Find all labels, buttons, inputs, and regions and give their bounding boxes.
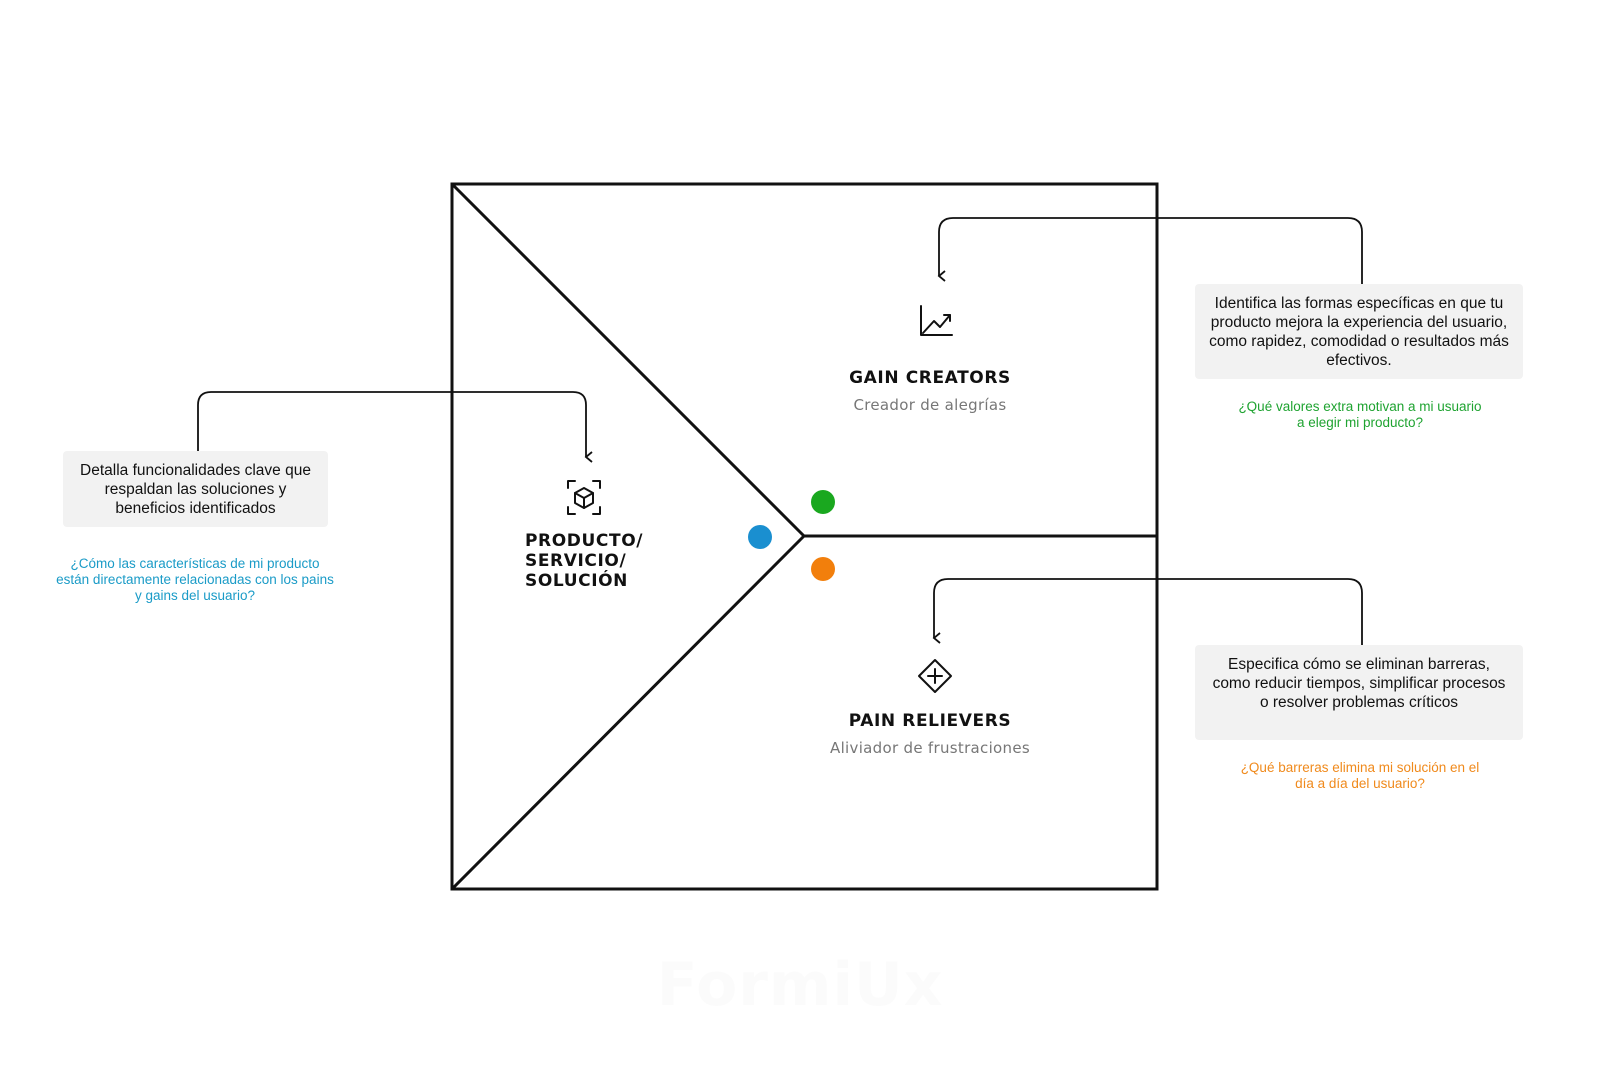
marker-gain [811,490,835,514]
product-question: ¿Cómo las características de mi producto… [56,556,334,603]
cube-icon [567,480,601,515]
gain-question: ¿Qué valores extra motivan a mi usuario … [1238,399,1482,430]
pain-relievers-title: PAIN RELIEVERS [848,711,1012,731]
pain-note: Especifica cómo se eliminan barreras, co… [1195,645,1523,740]
plus-diamond-icon [918,659,952,693]
pain-question: ¿Qué barreras elimina mi solución en el … [1240,760,1480,791]
gain-creators-title: GAIN CREATORS [849,368,1011,388]
connector-pain [932,578,1363,645]
connector-product [197,391,593,463]
diagonal-upper [450,182,806,538]
diagonal-lower [450,534,806,891]
watermark-logo: FormiUx [656,950,944,1020]
product-note: Detalla funcionalidades clave que respal… [63,451,328,527]
gain-creators-subtitle: Creador de alegrías [853,396,1007,414]
gain-note: Identifica las formas específicas en que… [1195,284,1523,379]
marker-pain [811,557,835,581]
connector-gain [937,217,1363,284]
pain-relievers-subtitle: Aliviador de frustraciones [830,739,1030,757]
marker-product [748,525,772,549]
product-section-title: PRODUCTO/ SERVICIO/ SOLUCIÓN [525,531,644,591]
chart-trend-icon [920,305,953,336]
